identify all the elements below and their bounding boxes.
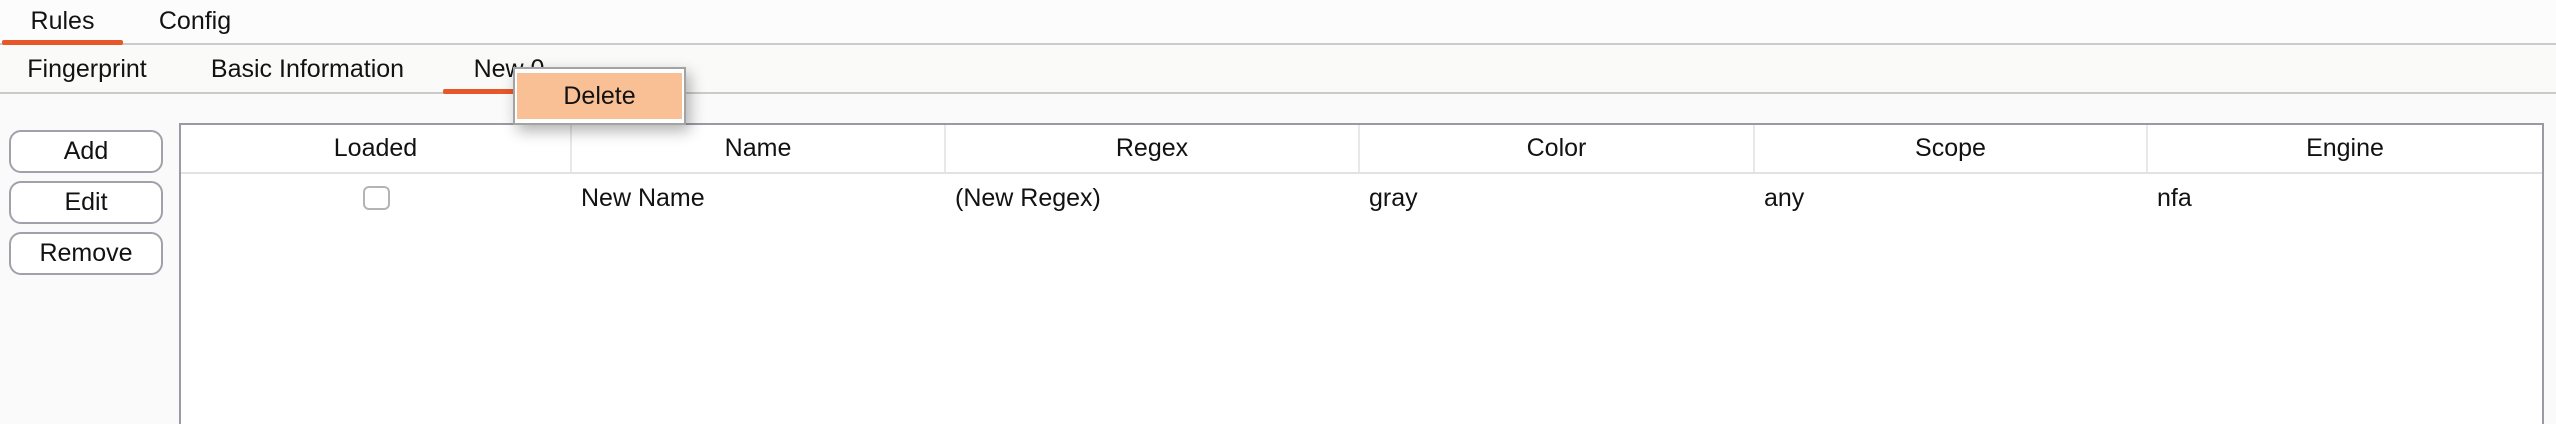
menu-item-delete[interactable]: Delete — [517, 73, 682, 119]
tab-basic-information-label: Basic Information — [210, 55, 405, 83]
column-header-regex[interactable]: Regex — [946, 125, 1360, 172]
context-menu: Delete — [513, 67, 686, 125]
tab-fingerprint-label: Fingerprint — [27, 55, 147, 83]
edit-button-label: Edit — [64, 188, 108, 216]
add-button-label: Add — [63, 137, 109, 165]
tab-fingerprint[interactable]: Fingerprint — [2, 47, 172, 92]
column-header-engine[interactable]: Engine — [2306, 134, 2384, 162]
tab-rules-label: Rules — [30, 7, 95, 35]
tab-config-label: Config — [158, 7, 232, 35]
secondary-tab-bar: Fingerprint Basic Information New 0 — [0, 47, 2556, 94]
cell-engine: nfa — [2157, 183, 2192, 212]
cell-color: gray — [1369, 183, 1418, 212]
add-button[interactable]: Add — [9, 130, 163, 173]
active-tab-underline — [2, 40, 123, 45]
loaded-checkbox[interactable] — [363, 186, 390, 210]
cell-scope: any — [1764, 183, 1805, 212]
table-row[interactable]: New Name (New Regex) gray any nfa — [181, 174, 2542, 222]
column-header-color[interactable]: Color — [1360, 125, 1755, 172]
rules-table: Loaded Name Regex Color Scope Engine New… — [179, 123, 2544, 424]
remove-button[interactable]: Remove — [9, 232, 163, 275]
tab-rules[interactable]: Rules — [2, 0, 123, 45]
primary-tab-bar: Rules Config — [0, 0, 2556, 45]
cell-regex: (New Regex) — [955, 183, 1101, 212]
table-header: Loaded Name Regex Color Scope Engine — [181, 125, 2542, 174]
column-header-name[interactable]: Name — [572, 125, 946, 172]
tab-basic-information[interactable]: Basic Information — [180, 47, 435, 92]
remove-button-label: Remove — [39, 239, 133, 267]
menu-item-delete-label: Delete — [563, 81, 636, 110]
tab-config[interactable]: Config — [131, 0, 259, 43]
active-tab-underline — [443, 89, 575, 94]
column-header-scope[interactable]: Scope — [1755, 125, 2148, 172]
cell-name: New Name — [581, 183, 705, 212]
column-header-loaded[interactable]: Loaded — [181, 125, 572, 172]
cell-loaded — [181, 174, 572, 222]
edit-button[interactable]: Edit — [9, 181, 163, 224]
